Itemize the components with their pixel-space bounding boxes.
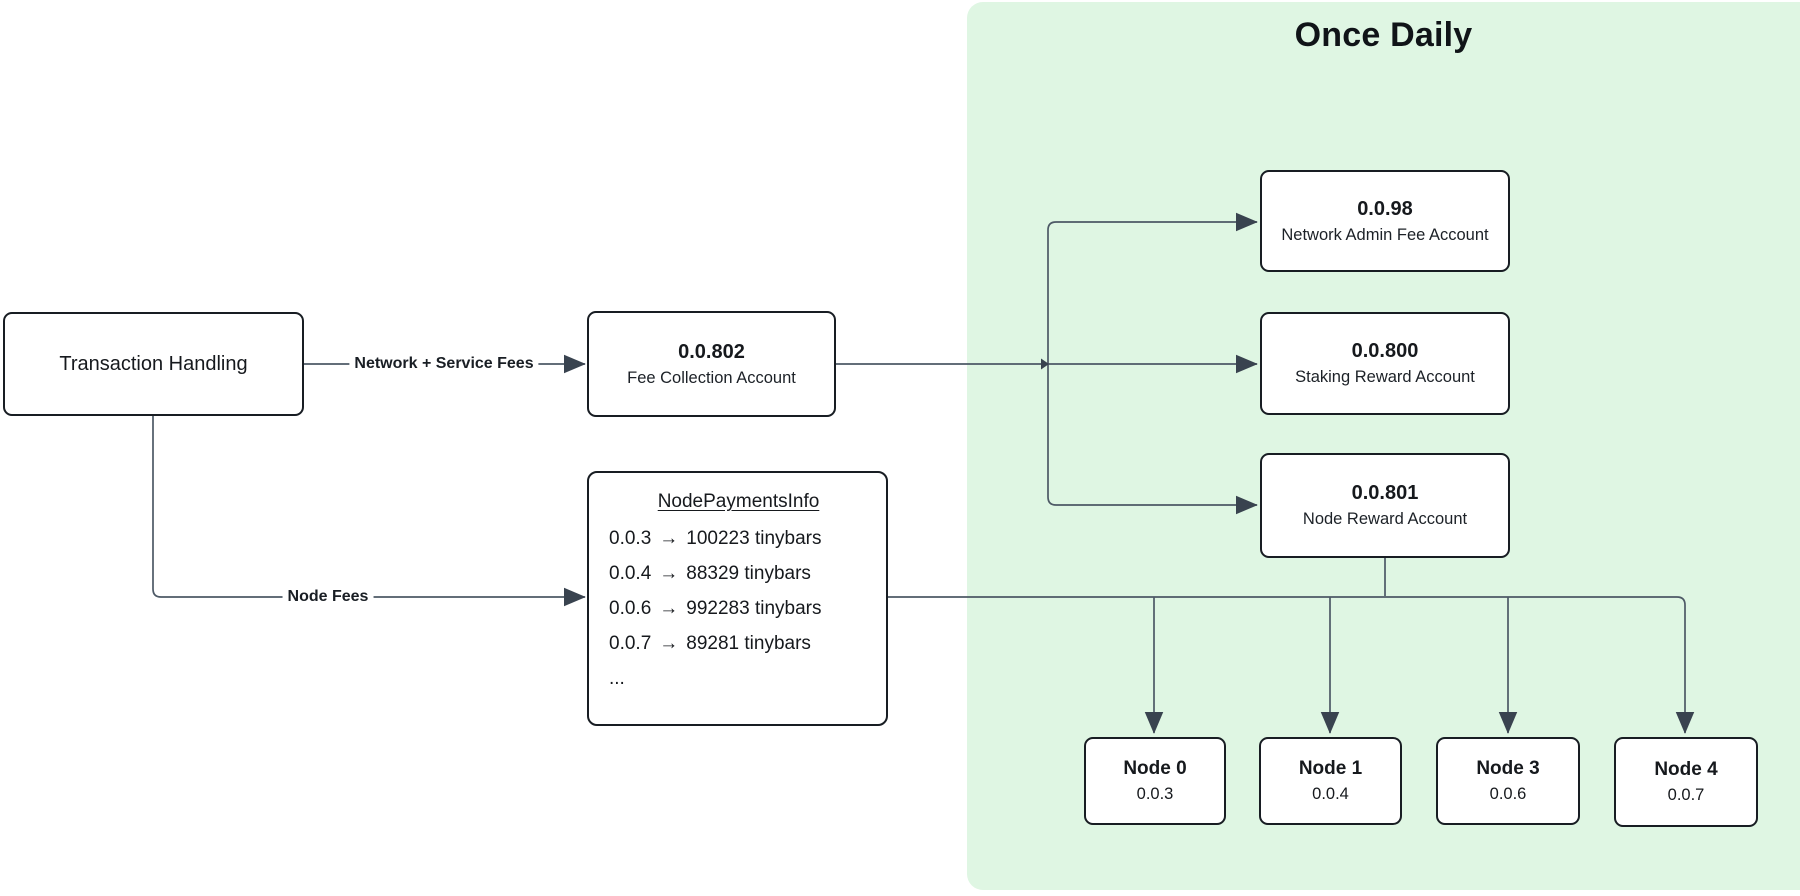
account-label: Fee Collection Account [627,368,796,387]
right-arrow-glyph: → [659,528,679,549]
account-label: Node Reward Account [1302,510,1468,528]
node-name: Node 3 [1476,758,1540,779]
staking-reward-account-box: 0.0.800 Staking Reward Account [1260,312,1510,415]
node-payments-info-box: NodePaymentsInfo 0.0.3 → 100223 tinybars 0… [587,471,888,726]
once-daily-title: Once Daily [1294,16,1473,54]
network-service-fees-edge-label: Network + Service Fees [349,355,539,373]
node-1-box: Node 1 0.0.4 [1259,737,1402,825]
account-label: Network Admin Fee Account [1281,225,1489,244]
payment-account: 0.0.6 [609,598,652,619]
account-id: 0.0.802 [678,340,745,363]
payment-row: 0.0.3 → 100223 tinybars [609,521,868,556]
edge-bus-to-node4 [888,596,1695,734]
account-id: 0.0.98 [1357,197,1413,220]
node-3-box: Node 3 0.0.6 [1436,737,1580,825]
payment-row-ellipsis: ... [609,668,625,689]
node-name: Node 0 [1123,758,1187,779]
payment-row: 0.0.7 → 89281 tinybars [609,626,868,661]
network-admin-fee-account-box: 0.0.98 Network Admin Fee Account [1260,170,1510,272]
payment-amount: 88329 tinybars [686,563,811,584]
node-payments-title: NodePaymentsInfo [657,491,820,512]
edge-802-to-98 [1047,212,1258,364]
node-reward-account-box: 0.0.801 Node Reward Account [1260,453,1510,558]
payment-account: 0.0.4 [609,563,652,584]
account-id: 0.0.800 [1351,340,1419,362]
node-account: 0.0.6 [1489,785,1527,803]
node-account: 0.0.4 [1312,785,1349,803]
node-account: 0.0.3 [1136,785,1174,803]
payment-row: 0.0.4 → 88329 tinybars [609,556,868,591]
transaction-handling-box: Transaction Handling [3,312,304,416]
payment-account: 0.0.7 [609,633,652,654]
node-0-box: Node 0 0.0.3 [1084,737,1226,825]
right-arrow-glyph: → [659,563,679,584]
edge-802-to-801 [1047,364,1258,515]
payment-amount: 89281 tinybars [686,633,811,654]
right-arrow-glyph: → [659,633,679,654]
payment-amount: 992283 tinybars [686,598,822,619]
node-4-box: Node 4 0.0.7 [1614,737,1758,827]
account-label: Staking Reward Account [1295,368,1475,386]
node-account: 0.0.7 [1667,786,1705,804]
account-id: 0.0.801 [1351,482,1419,504]
payment-amount: 100223 tinybars [686,528,822,549]
transaction-handling-label: Transaction Handling [59,353,248,375]
fee-collection-account-box: 0.0.802 Fee Collection Account [587,311,836,417]
node-fees-edge-label: Node Fees [282,588,374,606]
right-arrow-glyph: → [659,598,679,619]
node-name: Node 4 [1654,759,1718,780]
payment-row: 0.0.6 → 992283 tinybars [609,591,868,626]
junction-arrow-icon [1041,358,1049,370]
payment-account: 0.0.3 [609,528,652,549]
node-name: Node 1 [1298,758,1363,779]
edge-node-fees [152,416,586,607]
